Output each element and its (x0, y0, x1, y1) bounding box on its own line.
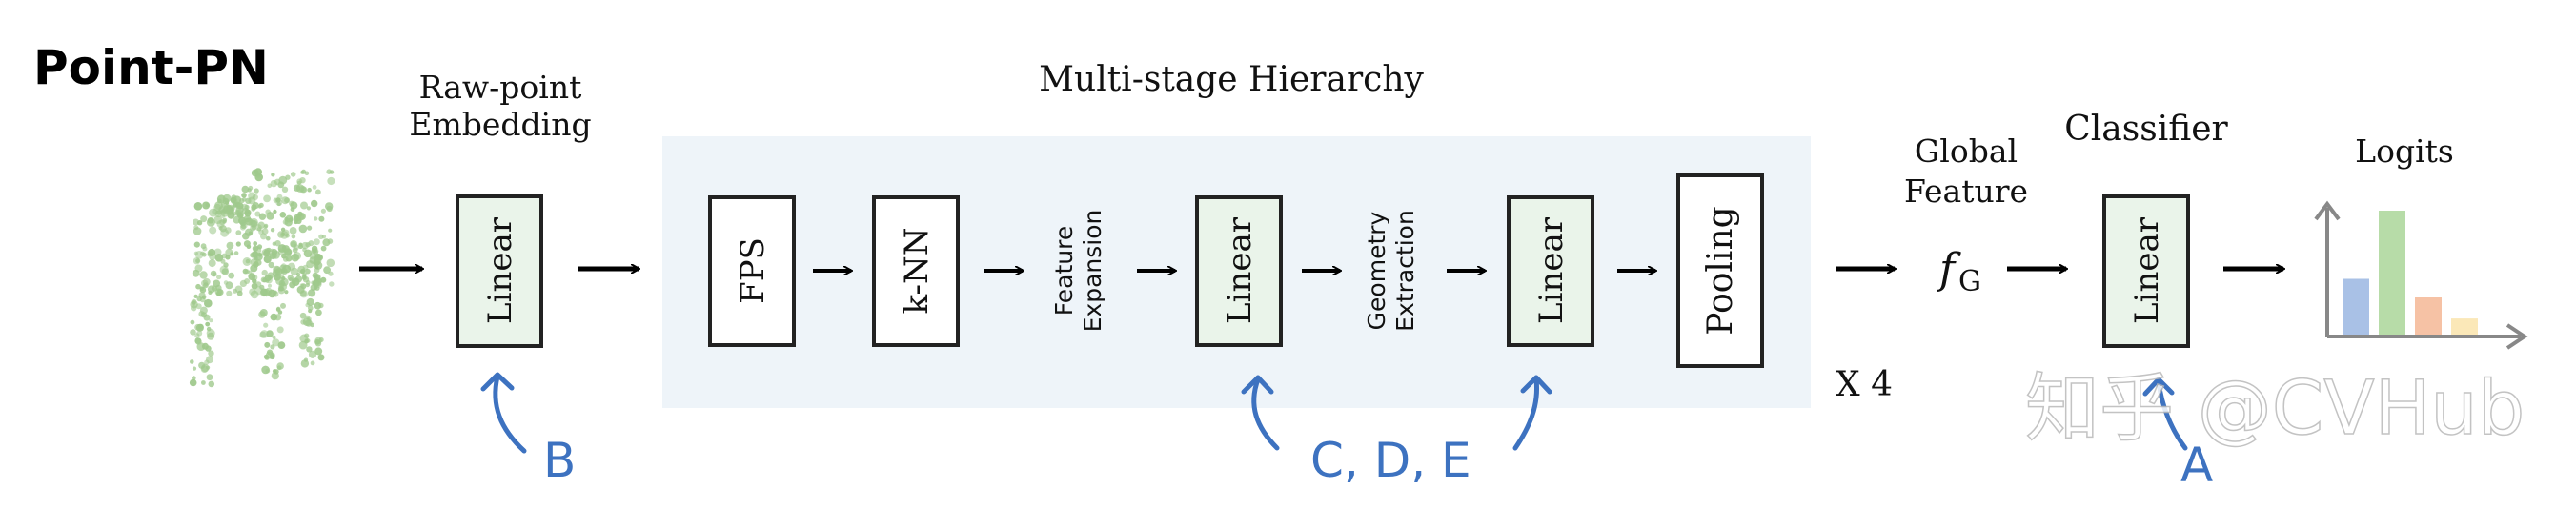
geometry-extraction-line1: Geometry (1363, 211, 1390, 330)
logits-bar-chart (2314, 200, 2528, 350)
knn-block (872, 195, 960, 347)
chair-point-cloud-image (189, 168, 335, 388)
header-raw-point-line2: Embedding (409, 106, 591, 143)
feature-expansion-line1: Feature (1050, 226, 1078, 316)
fps-block (708, 195, 796, 347)
linear-embedding-block (456, 194, 543, 348)
geometry-extraction-line2: Extraction (1391, 210, 1419, 332)
annotation-label-b: B (543, 433, 576, 488)
linear-stage-1-label: Linear (1221, 216, 1259, 324)
logits-y-axis-arrowhead (2314, 200, 2341, 221)
annotation-arrowhead-e (1520, 375, 1552, 395)
logit-bar-3 (2415, 297, 2442, 335)
annotation-arrowhead-b (480, 372, 515, 392)
linear-stage-1-block (1195, 195, 1283, 347)
annotation-arrow-e (1512, 377, 1540, 451)
logit-bar-2 (2379, 211, 2405, 335)
logit-bar-1 (2343, 278, 2369, 335)
annotation-label-a: A (2180, 438, 2213, 493)
global-feature-subscript: G (1958, 265, 1981, 298)
linear-stage-2-label: Linear (1532, 216, 1571, 324)
annotation-arrow-a (2156, 378, 2188, 451)
header-logits: Logits (2355, 133, 2454, 170)
feature-expansion-line2: Expansion (1079, 210, 1106, 333)
header-global-feature-line1: Global (1915, 133, 2018, 170)
annotation-arrow-c (1251, 377, 1280, 451)
fps-label: FPS (734, 237, 772, 304)
pooling-block (1676, 173, 1764, 368)
classifier-linear-label: Linear (2128, 216, 2166, 324)
linear-stage-2-block (1507, 195, 1594, 347)
knn-label: k-NN (898, 228, 936, 315)
header-classifier: Classifier (2064, 110, 2228, 149)
annotation-label-cde: C, D, E (1310, 433, 1471, 488)
header-raw-point-line1: Raw-point (419, 69, 582, 106)
classifier-linear-block (2102, 194, 2190, 348)
logit-bar-4 (2451, 318, 2478, 335)
linear-embedding-label: Linear (481, 216, 519, 324)
annotation-arrow-b (493, 374, 527, 454)
header-multi-stage: Multi-stage Hierarchy (1039, 60, 1424, 99)
pooling-label: Pooling (1701, 206, 1740, 335)
header-global-feature-line2: Feature (1904, 173, 2028, 210)
annotation-arrowhead-c (1241, 375, 1274, 395)
annotation-arrowhead-a (2142, 377, 2175, 397)
logits-x-axis-arrowhead (2505, 323, 2528, 350)
watermark: 知乎 @CVHub (2025, 366, 2525, 452)
diagram-title: Point-PN (33, 40, 269, 95)
repeat-count: X 4 (1836, 365, 1893, 404)
